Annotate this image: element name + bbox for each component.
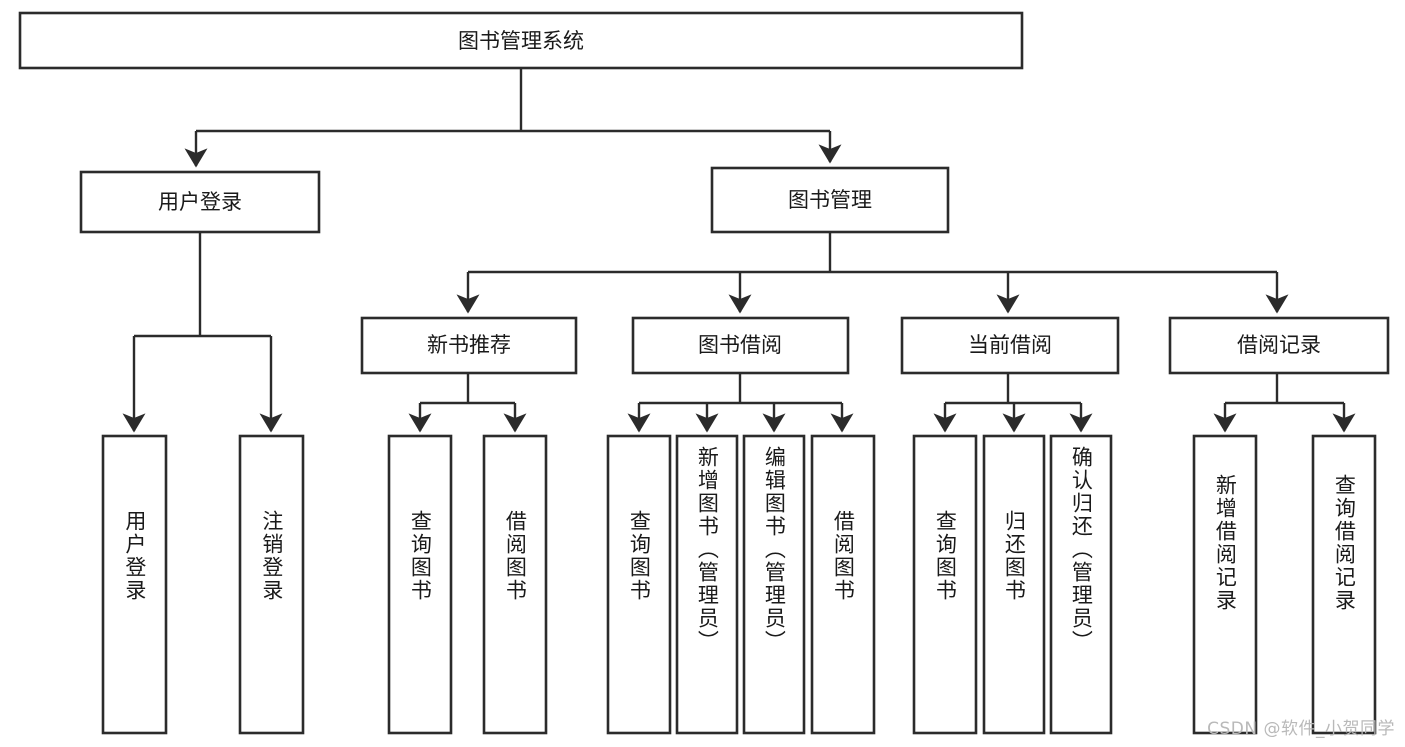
node-root-label: 图书管理系统	[458, 29, 584, 53]
node-borrow-record-label: 借阅记录	[1237, 333, 1321, 357]
leaf-box-leaf-query-book-3[interactable]	[912, 434, 978, 735]
connector-root-to-level1	[184, 68, 842, 168]
node-new-book-rec[interactable]: 新书推荐	[360, 316, 578, 375]
node-book-borrow-label: 图书借阅	[698, 333, 782, 357]
leaf-box-leaf-borrow-book-2[interactable]	[810, 434, 876, 735]
leaf-box-leaf-query-record[interactable]	[1311, 434, 1377, 735]
leaf-box-leaf-user-login[interactable]	[101, 434, 168, 735]
leaf-box-leaf-add-book[interactable]	[675, 434, 739, 735]
leaf-box-leaf-confirm-return[interactable]	[1049, 434, 1113, 735]
node-new-book-rec-label: 新书推荐	[427, 333, 511, 357]
connector-userlogin-to-leaves	[122, 232, 283, 433]
node-current-borrow-label: 当前借阅	[968, 333, 1052, 357]
node-borrow-record[interactable]: 借阅记录	[1168, 316, 1390, 375]
node-root[interactable]: 图书管理系统	[18, 11, 1024, 70]
leaf-box-leaf-edit-book[interactable]	[742, 434, 806, 735]
node-current-borrow[interactable]: 当前借阅	[900, 316, 1120, 375]
node-book-borrow[interactable]: 图书借阅	[631, 316, 850, 375]
node-book-manage[interactable]: 图书管理	[710, 166, 950, 234]
leaf-box-leaf-return-book[interactable]	[982, 434, 1046, 735]
connector-newbook-to-leaves	[408, 373, 527, 433]
connector-bookmanage-to-level2	[456, 232, 1289, 314]
node-user-login-label: 用户登录	[158, 190, 242, 214]
node-user-login[interactable]: 用户登录	[79, 170, 321, 234]
leaf-box-leaf-borrow-book-1[interactable]	[482, 434, 548, 735]
connector-borrowrecord-to-leaves	[1213, 373, 1356, 433]
csdn-watermark: CSDN @软件_小贺同学	[1207, 719, 1395, 739]
leaf-box-leaf-query-book-1[interactable]	[387, 434, 453, 735]
connector-currentborrow-to-leaves	[933, 373, 1093, 433]
leaf-box-leaf-query-book-2[interactable]	[606, 434, 672, 735]
node-book-manage-label: 图书管理	[788, 188, 872, 212]
leaf-box-leaf-add-record[interactable]	[1192, 434, 1258, 735]
leaf-box-leaf-logout-login[interactable]	[238, 434, 305, 735]
connector-bookborrow-to-leaves	[627, 373, 854, 433]
